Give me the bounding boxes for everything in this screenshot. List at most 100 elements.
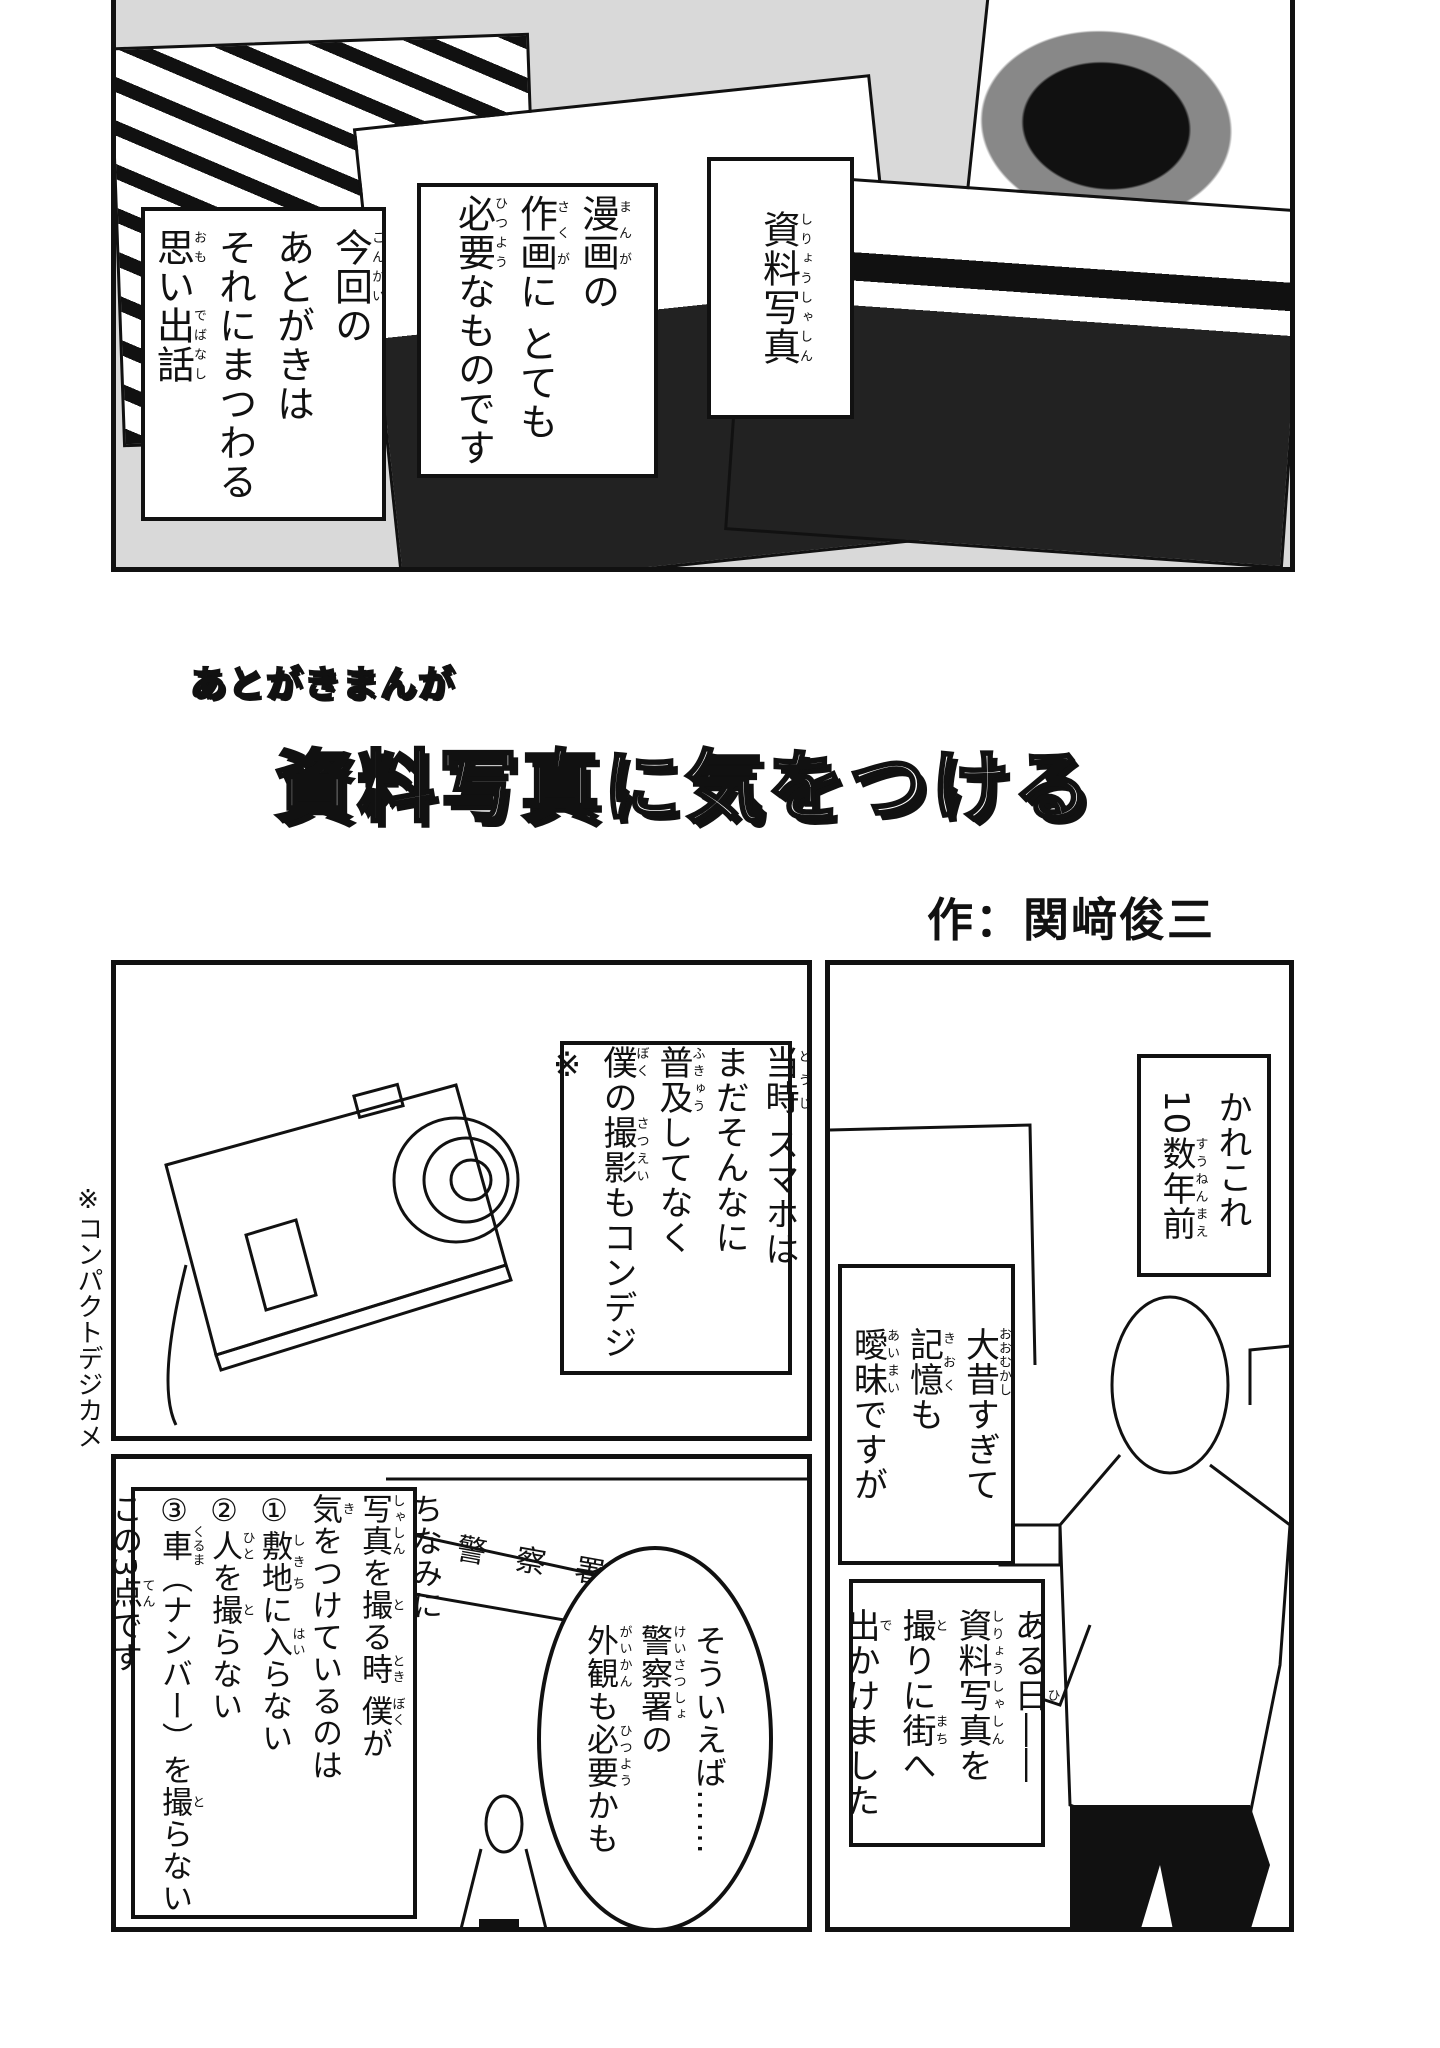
caption-line: ちなみに: [404, 1493, 444, 1914]
ruby-base: 車: [156, 1524, 192, 1567]
caption-line: 外観がいかんも必要ひつようかも: [577, 1624, 632, 1855]
ruby-word: 出話でばなし: [150, 305, 207, 384]
ruby-base: 撮: [206, 1593, 242, 1626]
text-segment: そういえば……: [690, 1623, 728, 1855]
furigana: すうねんまえ: [1192, 1135, 1208, 1241]
text-segment: へ: [896, 1748, 936, 1783]
caption-line: 普及ふきゅうしてなく: [648, 1045, 705, 1371]
text-segment: ――: [1008, 1713, 1048, 1783]
furigana: と: [239, 1593, 255, 1626]
caption-line: 当時とうじ スマホは: [754, 1045, 811, 1371]
text-segment: スマホは: [759, 1115, 799, 1267]
ruby-word: 漫画まんが: [576, 194, 632, 272]
ruby-word: 点てん: [106, 1577, 155, 1609]
ruby-word: 撮と: [896, 1608, 948, 1643]
furigana: おも: [191, 227, 206, 267]
caption-line: この3点てんです: [104, 1492, 155, 1914]
caption-line: あとがきは: [264, 228, 322, 501]
ruby-base: 大昔: [959, 1327, 1000, 1397]
caption-line: 必要ひつようなものです: [445, 194, 508, 467]
camera-drawing: [164, 1082, 520, 1426]
text-segment: い: [150, 266, 195, 306]
furigana: まんが: [616, 194, 631, 272]
caption-line: 資料写真しりょうしゃしんを: [947, 1608, 1004, 1818]
ruby-base: 警察署: [636, 1623, 674, 1723]
page-title: 資料写真に気をつける: [273, 742, 1096, 835]
text-segment: を: [206, 1561, 242, 1594]
furigana: てん: [139, 1577, 155, 1610]
text-segment: る: [356, 1620, 392, 1653]
furigana: ひつよう: [616, 1722, 632, 1789]
furigana: さくが: [554, 194, 569, 272]
ruby-word: 僕ぼく: [356, 1695, 405, 1727]
man-with-camera-drawing: [830, 1123, 1289, 1927]
ruby-word: 時とき: [356, 1652, 405, 1685]
text-segment: が: [356, 1727, 392, 1760]
ruby-word: 資料写真しりょうしゃしん: [952, 1608, 1004, 1748]
text-segment: です: [106, 1609, 142, 1674]
furigana: ぼく: [633, 1045, 649, 1080]
caption-line: そういえば……: [685, 1624, 733, 1855]
caption-oneday: ある日ひ――資料写真しりょうしゃしんを撮とりに街まちへ出でかけました: [840, 1579, 1060, 1847]
ruby-base: 時: [356, 1652, 392, 1685]
ruby-word: 必要ひつよう: [452, 194, 508, 272]
ruby-base: 撮: [156, 1785, 192, 1818]
ruby-base: 出話: [150, 305, 195, 384]
furigana: と: [189, 1785, 205, 1818]
caption-line: 大昔おおむかしすぎて: [955, 1327, 1012, 1502]
author-credit: 作：関﨑俊三: [927, 893, 1215, 947]
ruby-word: 今回こんかい: [329, 228, 385, 306]
ruby-word: 僕ぼく: [597, 1045, 649, 1080]
text-segment: りに: [896, 1643, 936, 1713]
text-segment: に とても: [513, 272, 558, 442]
furigana: きおく: [940, 1327, 955, 1397]
ruby-base: 曖昧: [847, 1327, 888, 1397]
caption-line: ②人ひとを撮とらない: [204, 1493, 255, 1914]
caption-line: それにまつわる: [206, 228, 264, 501]
ruby-word: 人ひと: [206, 1530, 255, 1562]
text-segment: も: [903, 1397, 944, 1432]
furigana: き: [339, 1492, 355, 1525]
text-segment: （ナンバー）を: [156, 1561, 192, 1786]
ruby-word: 敷地しきち: [256, 1529, 305, 1594]
text-segment: してなく: [653, 1115, 693, 1255]
caption-line: 10数年前すうねんまえ: [1151, 1090, 1208, 1241]
text-segment: なものです: [451, 272, 496, 467]
caption-line: 僕ぼくの撮影さつえいもコンデジ※: [542, 1045, 649, 1371]
ruby-word: 車くるま: [156, 1525, 205, 1567]
ruby-word: 当時とうじ: [759, 1045, 811, 1115]
ruby-word: 作画さくが: [514, 194, 570, 272]
caption-camera: 当時とうじ スマホはまだそんなに普及ふきゅうしてなく僕ぼくの撮影さつえいもコンデ…: [547, 1041, 811, 1375]
text-segment: すぎて: [959, 1397, 1000, 1502]
furigana: けいさつしょ: [670, 1623, 686, 1723]
ruby-word: 写真しゃしん: [356, 1493, 405, 1557]
caption-line: 資料写真しりょうしゃしん: [750, 210, 813, 366]
ruby-word: 曖昧あいまい: [847, 1327, 900, 1397]
furigana: と: [389, 1588, 405, 1621]
ruby-word: 入はい: [256, 1626, 305, 1658]
caption-memory: 大昔おおむかしすぎて記憶きおくも曖昧あいまいですが: [838, 1264, 1015, 1565]
furigana: とき: [389, 1652, 405, 1685]
speech-bubble: そういえば……警察署けいさつしょの外観がいかんも必要ひつようかも: [537, 1546, 773, 1932]
caption-line: まだそんなに: [704, 1045, 754, 1371]
text-segment: かけました: [840, 1643, 880, 1818]
ruby-word: 気き: [306, 1493, 355, 1525]
ruby-word: 撮影さつえい: [597, 1115, 649, 1185]
furigana: こんかい: [369, 227, 384, 306]
ruby-base: 敷地: [256, 1529, 292, 1594]
furigana: でばなし: [191, 305, 206, 384]
caption-line: 作画さくがに とても: [507, 194, 570, 467]
ruby-base: 出: [840, 1608, 880, 1643]
furigana: はい: [289, 1625, 305, 1658]
text-segment: らない: [156, 1817, 192, 1914]
caption-text: 当時とうじ スマホはまだそんなに普及ふきゅうしてなく僕ぼくの撮影さつえいもコンデ…: [542, 1045, 811, 1371]
text-segment: ①: [256, 1492, 292, 1530]
ruby-base: 記憶: [903, 1327, 944, 1397]
ruby-word: 出で: [840, 1608, 892, 1643]
text-segment: この3: [106, 1492, 142, 1578]
caption-intro-3: 今回こんかいのあとがきはそれにまつわる思おもい出話でばなし: [141, 207, 386, 521]
furigana: とうじ: [795, 1045, 811, 1115]
text-segment: の: [597, 1080, 637, 1115]
